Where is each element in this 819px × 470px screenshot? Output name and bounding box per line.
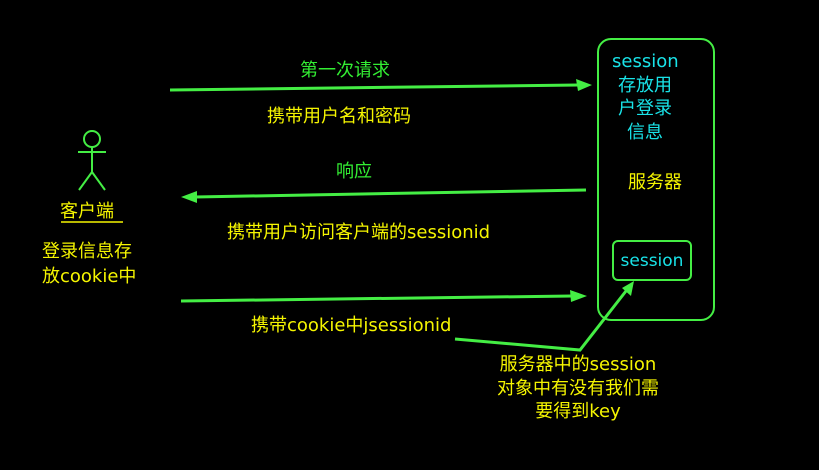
annotation-line: 要得到key xyxy=(535,401,621,422)
response-sub-label: 携带用户访问客户端的sessionid xyxy=(227,222,491,243)
request-sub-label: 携带用户名和密码 xyxy=(267,106,411,127)
annotation-line: 对象中有没有我们需 xyxy=(497,377,659,399)
annotation-line: 服务器中的session xyxy=(499,354,657,375)
server-session-line: 存放用 xyxy=(618,74,672,96)
session-object-box: session xyxy=(612,240,692,281)
cookie-request-arrow xyxy=(180,290,587,303)
actor-head xyxy=(83,130,101,148)
client-store-line: 放cookie中 xyxy=(42,266,137,287)
annotation-note: 服务器中的session 对象中有没有我们需 要得到key xyxy=(497,353,659,424)
client-store-line: 登录信息存 xyxy=(42,241,132,262)
client-store-note: 登录信息存 放cookie中 xyxy=(42,239,136,289)
actor-stick-figure xyxy=(78,130,106,191)
actor-name: 客户端 xyxy=(60,201,114,222)
server-session-line: 户登录 xyxy=(618,98,672,119)
response-label: 响应 xyxy=(336,161,372,182)
server-session-line: session xyxy=(612,51,679,72)
response-arrow xyxy=(181,188,587,203)
request-arrow xyxy=(169,79,592,92)
actor-right-leg xyxy=(91,171,106,191)
server-name: 服务器 xyxy=(628,172,682,193)
actor-left-leg xyxy=(78,171,93,191)
server-session-description: session 存放用 户登录 信息 xyxy=(612,50,679,144)
cookie-request-label: 携带cookie中jsessionid xyxy=(251,315,452,336)
server-container xyxy=(597,38,715,321)
request-label: 第一次请求 xyxy=(300,60,390,81)
server-session-line: 信息 xyxy=(627,121,663,143)
session-box-label: session xyxy=(620,250,684,271)
